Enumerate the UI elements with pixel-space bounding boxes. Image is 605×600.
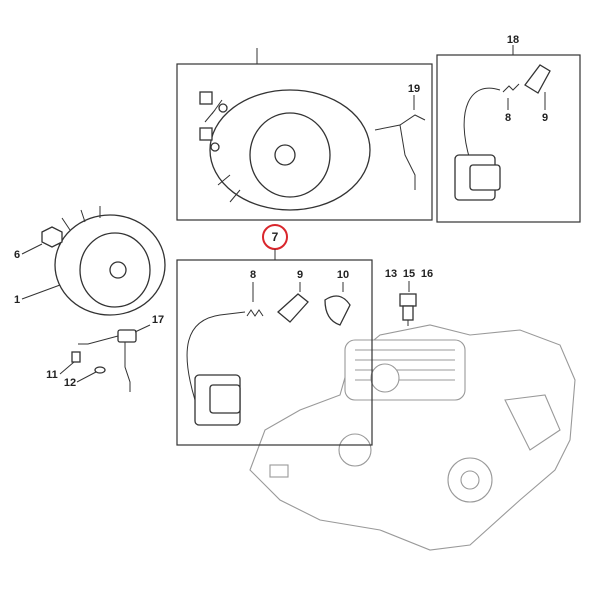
ignition-module-drawing [186, 293, 351, 426]
label-18: 18 [507, 34, 519, 46]
spark-plug-drawing [399, 293, 417, 326]
label-17: 17 [152, 314, 164, 326]
label-13: 13 [385, 268, 397, 280]
label-15: 15 [403, 268, 415, 280]
ignition-module-detail-box [176, 259, 373, 446]
engine-housing-drawing [249, 324, 576, 551]
label-8-top: 8 [505, 112, 511, 124]
flywheel-drawing [49, 206, 166, 316]
label-19: 19 [408, 83, 420, 95]
label-9: 9 [297, 269, 303, 281]
label-11: 11 [46, 369, 58, 381]
flywheel-top-drawing [199, 89, 371, 211]
label-9-top: 9 [542, 112, 548, 124]
label-12: 12 [64, 377, 76, 389]
ignition-module-top-drawing [454, 64, 551, 201]
ignition-lead-detail-box [436, 54, 581, 223]
label-8: 8 [250, 269, 256, 281]
label-10: 10 [337, 269, 349, 281]
label-1: 1 [14, 294, 20, 306]
flywheel-detail-box [176, 63, 433, 221]
short-circuit-wire-drawing [71, 329, 137, 392]
label-6: 6 [14, 249, 20, 261]
ground-wire-drawing [374, 114, 426, 190]
label-16: 16 [421, 268, 433, 280]
nut-drawing [41, 226, 63, 248]
label-7[interactable]: 7 [272, 230, 279, 244]
